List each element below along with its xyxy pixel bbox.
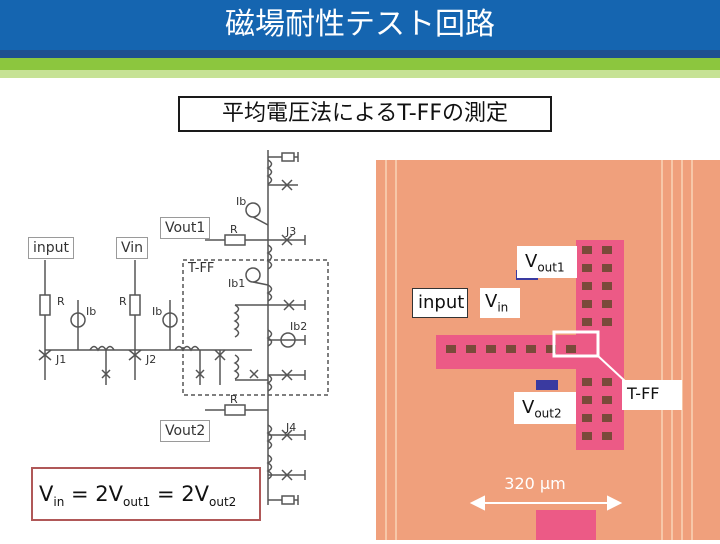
label-j4: J4 bbox=[286, 421, 297, 434]
photo-label-vout2: Vout2 bbox=[514, 392, 576, 424]
photo-label-vin: Vin bbox=[480, 288, 520, 318]
circuit-diagram: Vout1 input Vin Vout2 T-FF Ib Ib1 Ib2 Ib… bbox=[20, 145, 360, 524]
label-j1: J1 bbox=[56, 353, 67, 366]
label-input: input bbox=[28, 237, 75, 259]
label-vout2: Vout2 bbox=[160, 420, 211, 442]
eq-part2: = 2V bbox=[150, 482, 209, 506]
chip-micrograph bbox=[376, 160, 720, 540]
label-ib-top: Ib bbox=[236, 195, 247, 208]
label-ib1: Ib1 bbox=[228, 277, 246, 290]
label-tff: T-FF bbox=[188, 261, 215, 276]
subtitle-box: 平均電圧法によるT-FFの測定 bbox=[178, 96, 552, 132]
eq-v1: V bbox=[39, 482, 54, 506]
label-j2: J2 bbox=[146, 353, 157, 366]
header-stripe-green bbox=[0, 58, 720, 70]
eq-s2: out1 bbox=[123, 495, 151, 510]
label-r-mid: R bbox=[119, 295, 127, 308]
photo-label-tff: T-FF bbox=[622, 380, 682, 410]
equation-box: Vin = 2Vout1 = 2Vout2 bbox=[31, 467, 261, 521]
label-ib-mid: Ib bbox=[152, 305, 163, 318]
label-vout1: Vout1 bbox=[160, 217, 211, 239]
eq-s3: out2 bbox=[209, 495, 237, 510]
label-vin: Vin bbox=[116, 237, 149, 259]
eq-part1: = 2V bbox=[64, 482, 124, 506]
photo-label-vout1: Vout1 bbox=[517, 246, 577, 278]
label-r-left: R bbox=[57, 295, 65, 308]
title-bar bbox=[0, 0, 720, 50]
scale-bar-label: 320 μm bbox=[504, 474, 566, 493]
eq-s1: in bbox=[53, 495, 65, 510]
label-j3: J3 bbox=[286, 225, 297, 238]
label-r-bottom: R bbox=[230, 393, 238, 406]
circuit-schematic bbox=[38, 150, 329, 505]
photo-label-input: input bbox=[412, 288, 468, 318]
chip-photo-svg bbox=[376, 160, 720, 540]
header-stripe-dark bbox=[0, 50, 720, 58]
slide-title: 磁場耐性テスト回路 bbox=[225, 7, 495, 42]
header-stripe-light bbox=[0, 70, 720, 78]
label-ib2: Ib2 bbox=[290, 320, 308, 333]
label-ib-left: Ib bbox=[86, 305, 97, 318]
label-r-top: R bbox=[230, 223, 238, 236]
